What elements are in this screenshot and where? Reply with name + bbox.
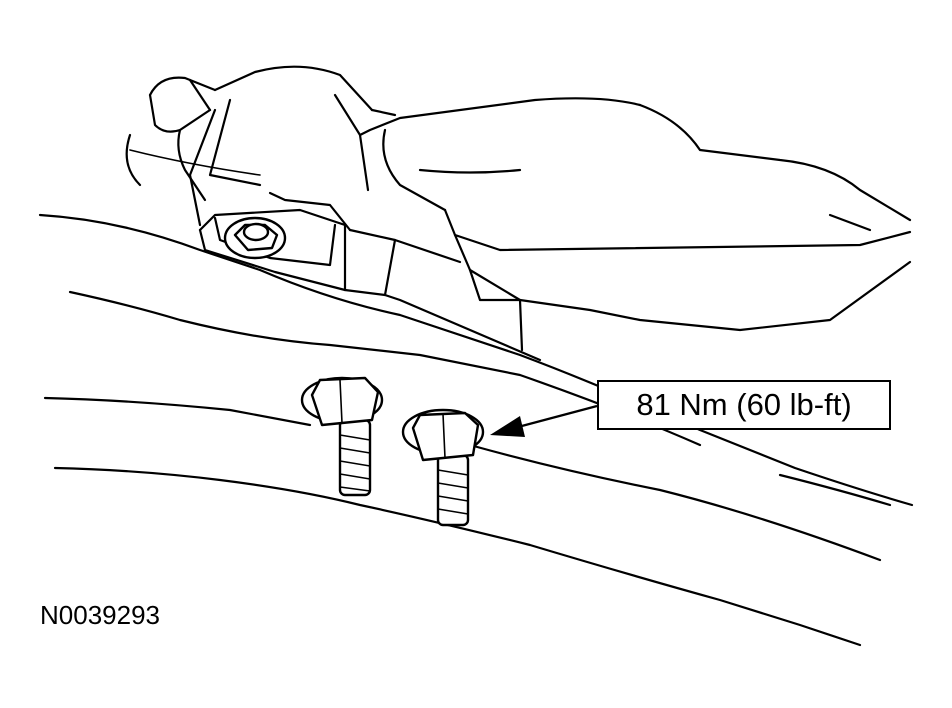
frame-crossmember bbox=[38, 149, 914, 647]
lower-bolt-right bbox=[401, 408, 485, 527]
figure-id: N0039293 bbox=[40, 600, 160, 630]
engine-mount-assembly bbox=[125, 65, 912, 362]
callout-leader-arrow bbox=[490, 404, 598, 437]
upper-mount-bolt bbox=[223, 216, 287, 260]
torque-callout: 81 Nm (60 lb-ft) bbox=[597, 380, 891, 430]
lower-bolt-left bbox=[300, 376, 384, 497]
